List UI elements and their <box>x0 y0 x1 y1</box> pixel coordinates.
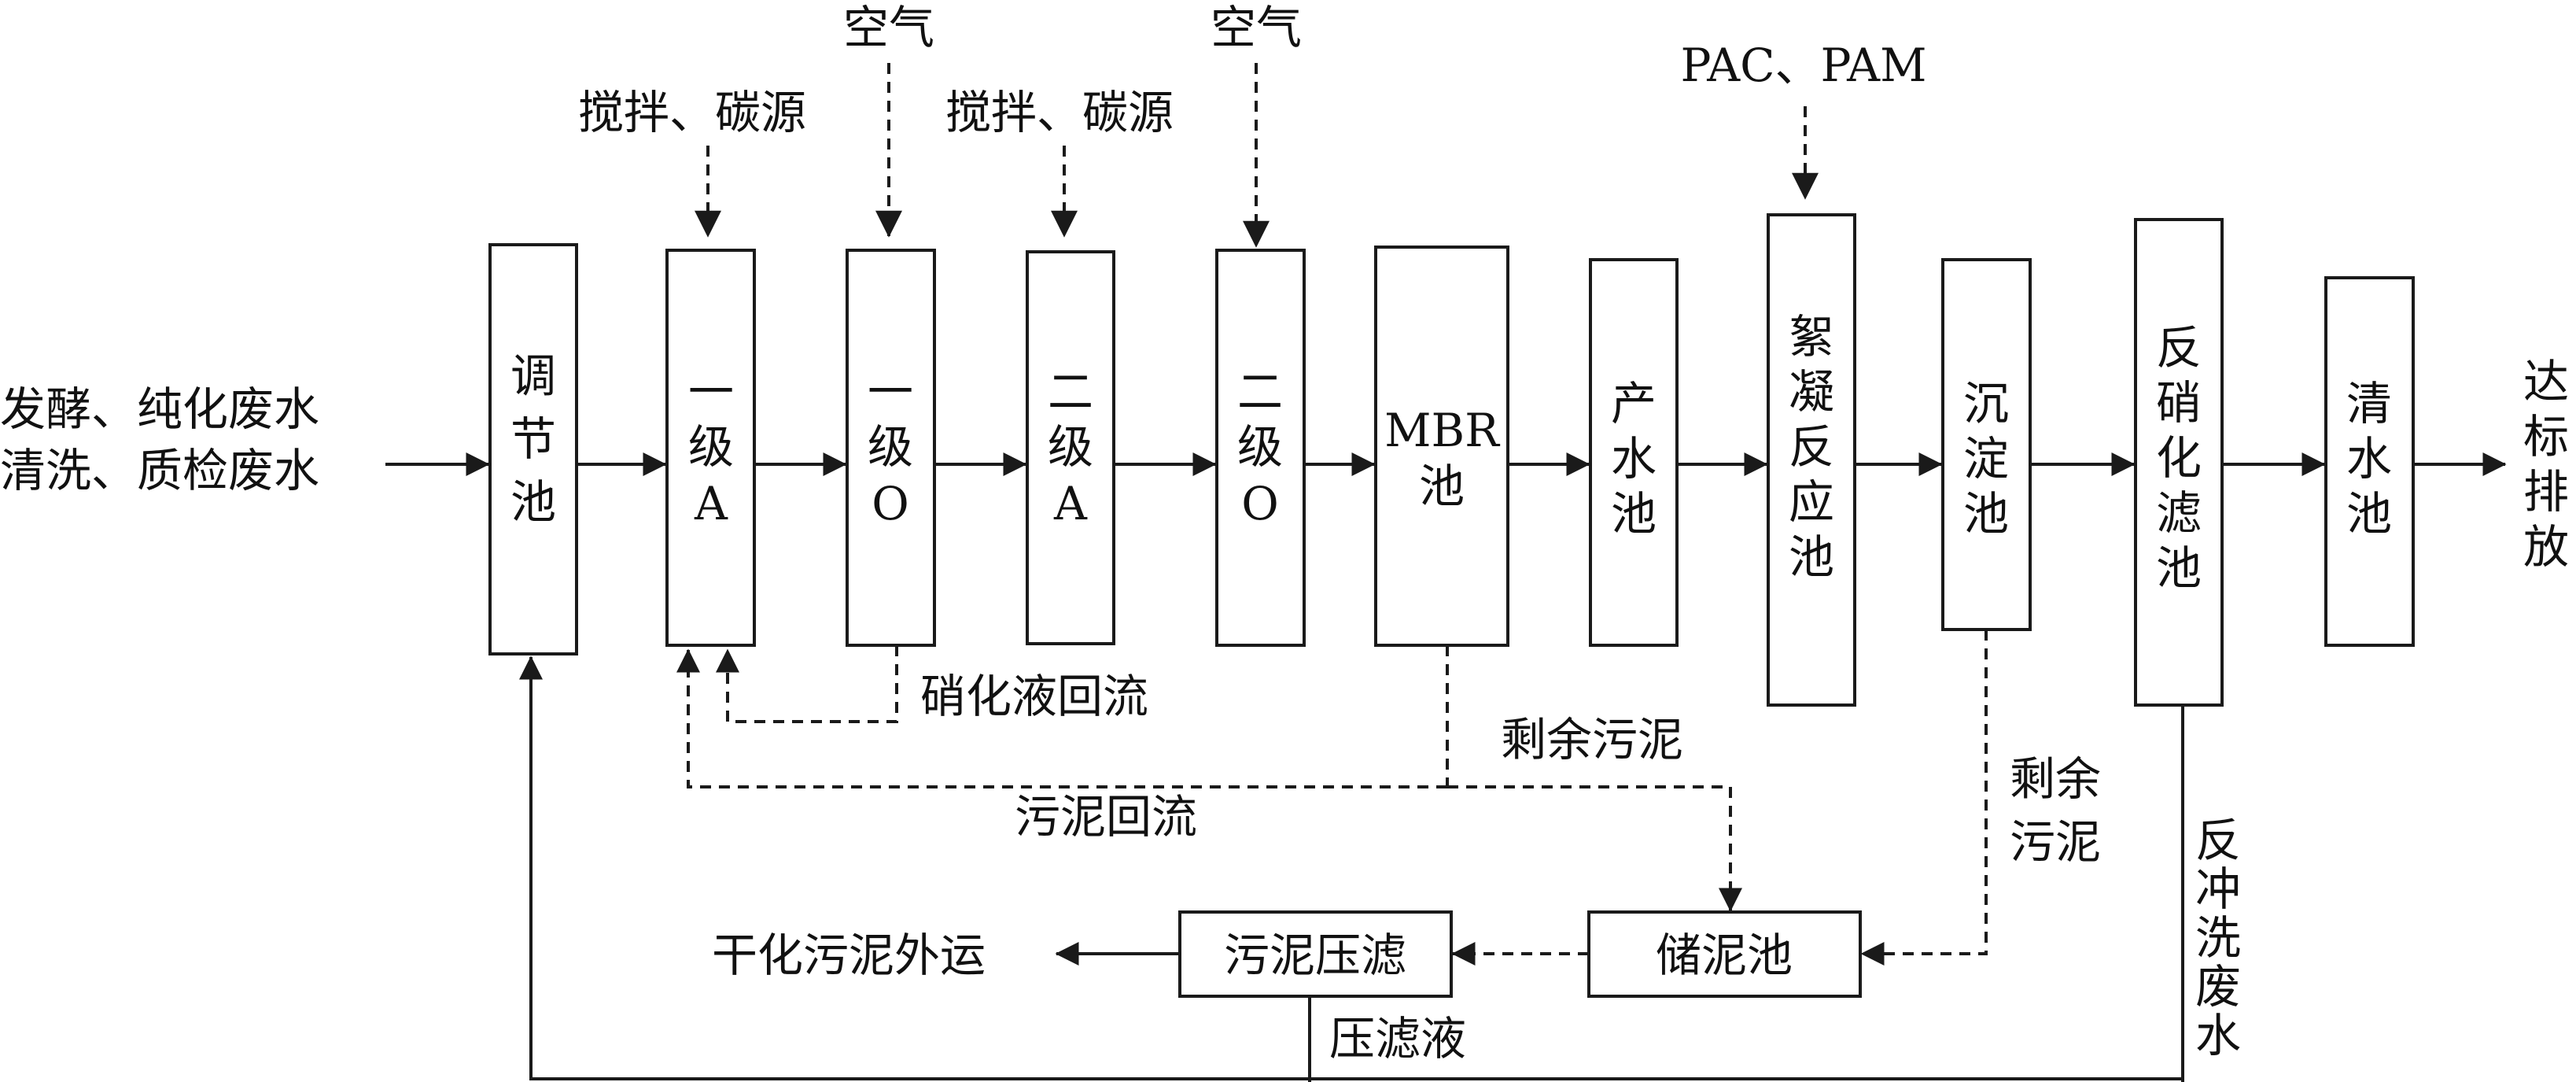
stir-carbon-label-1: 搅拌、碳源 <box>578 86 806 139</box>
backwash-label: 反 冲 洗 废 水 <box>2195 814 2241 1062</box>
svg-text:一: 一 <box>868 365 913 419</box>
svg-text:二: 二 <box>1237 365 1283 419</box>
nitrate-return-line <box>716 645 898 723</box>
svg-text:调: 调 <box>510 349 556 403</box>
excess-sludge-to-storage-line <box>1447 785 1742 912</box>
return-to-equalization-line <box>519 655 2183 1080</box>
anoxic-tank-a1-label: 一 级 A <box>688 365 734 530</box>
flocculation-tank-box <box>1767 213 1856 707</box>
denitrification-filter-label: 反 硝 化 滤 池 <box>2156 321 2202 595</box>
svg-text:凝: 凝 <box>1789 365 1834 419</box>
excess-sludge-label-1: 剩余污泥 <box>1501 713 1683 766</box>
svg-text:水: 水 <box>2195 1009 2241 1062</box>
svg-text:产: 产 <box>1611 377 1657 430</box>
excess-sludge-label-2b: 污泥 <box>2010 815 2101 869</box>
product-water-tank-label: 产 水 池 <box>1611 377 1657 541</box>
sludge-press-label: 污泥压滤 <box>1224 929 1406 982</box>
discharge-label: 达 标 排 放 <box>2523 355 2569 574</box>
mbr-tank-box <box>1374 246 1509 647</box>
svg-text:废: 废 <box>2195 960 2241 1014</box>
sludge-return-line <box>676 648 1447 788</box>
svg-text:池: 池 <box>1789 530 1834 584</box>
flocculation-tank-label: 絮 凝 反 应 池 <box>1789 310 1834 584</box>
svg-text:清: 清 <box>2346 377 2392 430</box>
svg-text:放: 放 <box>2523 520 2569 574</box>
svg-text:絮: 絮 <box>1789 310 1834 364</box>
svg-text:应: 应 <box>1789 475 1834 529</box>
influent-label-line1: 发酵、纯化废水 <box>0 382 319 436</box>
svg-text:反: 反 <box>1789 420 1834 474</box>
svg-text:化: 化 <box>2156 431 2202 485</box>
oxic-tank-o2-label: 二 级 O <box>1237 365 1283 530</box>
oxic-tank-o2-box <box>1215 249 1306 647</box>
filtrate-label: 压滤液 <box>1329 1012 1466 1065</box>
sludge-return-label: 污泥回流 <box>1015 790 1197 844</box>
svg-text:洗: 洗 <box>2195 911 2241 965</box>
pac-pam-label: PAC、PAM <box>1681 39 1927 92</box>
svg-text:反: 反 <box>2156 321 2202 375</box>
svg-text:池: 池 <box>1611 487 1657 541</box>
air-label-1: 空气 <box>843 1 934 54</box>
sedimentation-sludge-line <box>1860 630 1988 966</box>
mbr-tank-label: MBR 池 <box>1384 404 1501 513</box>
svg-text:一: 一 <box>688 365 734 419</box>
svg-text:O: O <box>872 477 909 530</box>
clear-water-tank-label: 清 水 池 <box>2346 377 2392 541</box>
excess-sludge-label-2a: 剩余 <box>2010 752 2101 806</box>
influent-label-line2: 清洗、质检废水 <box>0 444 319 497</box>
oxic-tank-o1-box <box>846 249 936 647</box>
svg-text:级: 级 <box>868 420 913 474</box>
equalization-tank-label: 调 节 池 <box>510 349 556 529</box>
svg-text:A: A <box>694 477 728 530</box>
product-water-tank-box <box>1589 258 1679 647</box>
svg-text:池: 池 <box>510 475 556 529</box>
svg-text:池: 池 <box>2156 541 2202 595</box>
svg-text:滤: 滤 <box>2156 486 2202 540</box>
anoxic-tank-a2-box <box>1026 250 1115 645</box>
svg-text:池: 池 <box>1419 460 1465 513</box>
sedimentation-tank-box <box>1941 258 2032 631</box>
svg-text:淀: 淀 <box>1963 432 2009 486</box>
nitrate-return-label: 硝化液回流 <box>920 670 1148 723</box>
anoxic-tank-a2-label: 二 级 A <box>1048 365 1093 530</box>
svg-text:O: O <box>1241 477 1279 530</box>
stir-carbon-label-2: 搅拌、碳源 <box>945 86 1174 139</box>
clear-water-tank-box <box>2324 276 2415 647</box>
svg-text:排: 排 <box>2523 465 2569 519</box>
svg-text:级: 级 <box>1237 420 1283 474</box>
svg-text:水: 水 <box>1611 432 1657 486</box>
oxic-tank-o1-label: 一 级 O <box>868 365 913 530</box>
svg-text:反: 反 <box>2195 814 2241 867</box>
equalization-tank-box <box>488 243 578 655</box>
sedimentation-tank-label: 沉 淀 池 <box>1963 377 2009 541</box>
svg-text:二: 二 <box>1048 365 1093 419</box>
svg-text:级: 级 <box>1048 420 1093 474</box>
dried-sludge-label: 干化污泥外运 <box>712 929 986 982</box>
svg-text:水: 水 <box>2346 432 2392 486</box>
svg-text:硝: 硝 <box>2156 376 2202 430</box>
air-label-2: 空气 <box>1211 1 1302 54</box>
denitrification-filter-box <box>2134 218 2224 707</box>
svg-text:A: A <box>1053 477 1088 530</box>
svg-text:级: 级 <box>688 420 734 474</box>
svg-text:节: 节 <box>510 412 556 466</box>
sludge-storage-tank-label: 储泥池 <box>1656 929 1793 982</box>
sludge-storage-tank-box <box>1587 910 1862 998</box>
svg-text:MBR: MBR <box>1384 404 1501 457</box>
svg-text:池: 池 <box>2346 487 2392 541</box>
svg-text:标: 标 <box>2523 410 2569 463</box>
anoxic-tank-a1-box <box>665 249 756 647</box>
svg-text:沉: 沉 <box>1963 377 2009 430</box>
svg-text:达: 达 <box>2523 355 2569 408</box>
svg-text:池: 池 <box>1963 487 2009 541</box>
svg-text:冲: 冲 <box>2195 862 2241 916</box>
